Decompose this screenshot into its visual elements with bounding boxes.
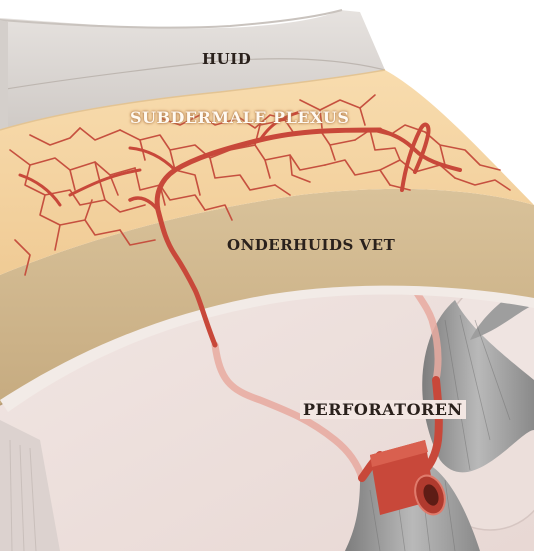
- label-subdermal-plexus: SUBDERMALE PLEXUS: [130, 108, 349, 127]
- label-skin: HUID: [202, 50, 251, 68]
- label-perforators: PERFORATOREN: [300, 400, 466, 419]
- label-subcutaneous-fat: ONDERHUIDS VET: [227, 236, 395, 254]
